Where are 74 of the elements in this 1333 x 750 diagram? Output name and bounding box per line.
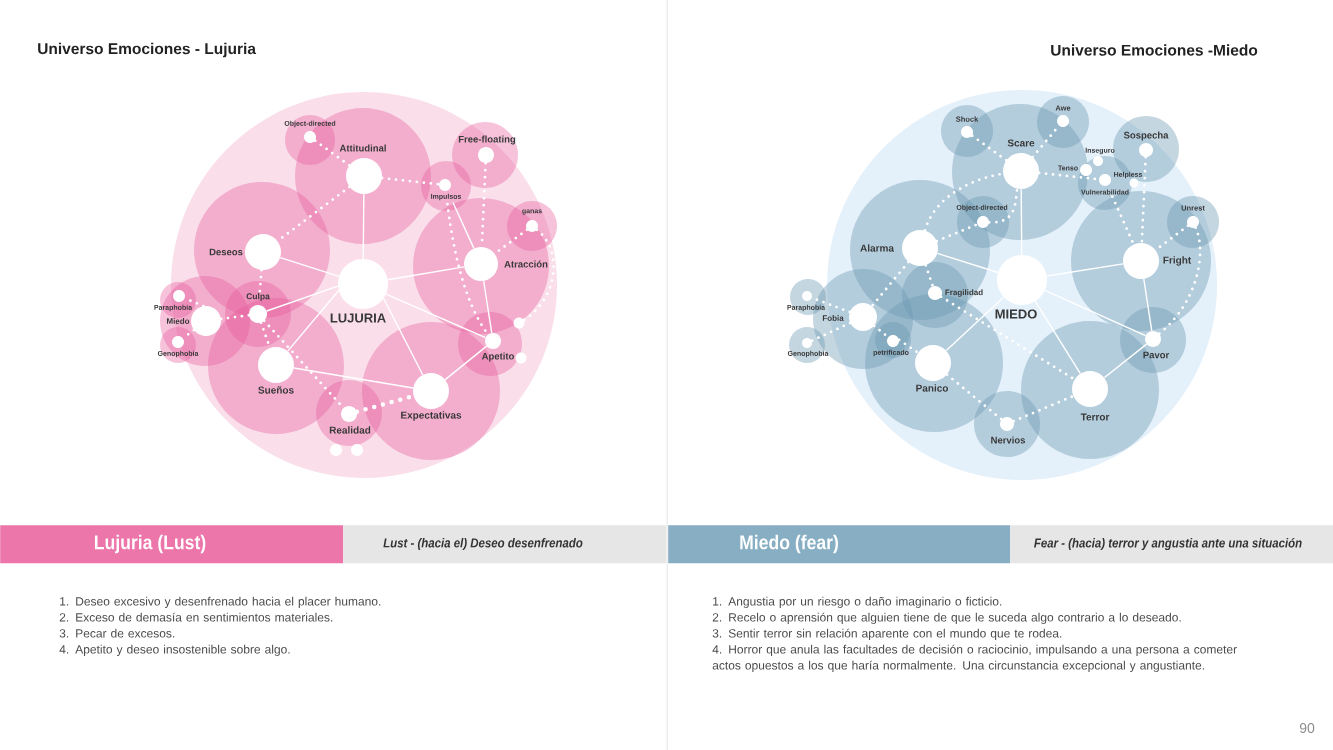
node-label: Sospecha	[1123, 131, 1169, 141]
connector-line	[1046, 263, 1124, 277]
list-item: 4. Apetito y deseo insostenible sobre algo.	[59, 644, 290, 656]
title-banner: Lujuria (Lust)	[0, 525, 344, 564]
node-label: Pavor	[1143, 351, 1170, 359]
title-banner: Miedo (fear)	[668, 525, 1011, 564]
node-label: LUJURIA	[330, 313, 386, 323]
node-label: Alarma	[860, 244, 895, 252]
connector-line	[945, 296, 1005, 352]
connector-line	[936, 252, 999, 274]
subtitle-banner: Lust - (hacia el) Deseo desenfrenado	[343, 525, 667, 564]
node-label: Miedo	[167, 318, 190, 324]
node-label: Panico	[916, 384, 948, 392]
connector-line	[1143, 278, 1153, 332]
dotted-line	[522, 228, 556, 322]
dotted-line	[258, 268, 263, 294]
node-label: Free-floating	[458, 135, 516, 145]
node-label: Atracción	[504, 260, 548, 268]
connector-line	[387, 266, 465, 281]
node-label: Terror	[1080, 413, 1110, 421]
dotted-line	[870, 260, 910, 308]
list-item: 2. Exceso de demasía en sentimientos materiales.	[59, 612, 333, 622]
list-item: 1. Deseo excesivo y desenfrenado hacia el placer humano.	[60, 596, 381, 608]
node-label: Culpa	[246, 293, 270, 301]
dotted-line	[313, 139, 351, 167]
connector-line	[382, 297, 424, 376]
list-item: 3. Sentir terror sin relación aparente con el mundo que te rodea.	[712, 628, 1062, 640]
title: Universo Emociones - Lujuria	[38, 42, 257, 58]
subtitle-banner: Fear - (hacia) terror y angustia ante una situación	[1010, 525, 1333, 564]
connector-line	[1044, 289, 1147, 337]
dotted-line	[924, 263, 935, 288]
node-label: Realidad	[329, 426, 371, 434]
node-label: Fright	[1163, 256, 1192, 266]
dotted-line	[1111, 195, 1135, 246]
connector-line	[362, 193, 365, 260]
list-item: 1. Angustia por un riesgo o daño imaginario o ficticio.	[713, 596, 1002, 608]
dotted-line	[810, 321, 852, 343]
node-label: Attitudinal	[339, 144, 386, 152]
node-label: Expectativas	[401, 411, 462, 421]
node-label: Apetito	[481, 352, 514, 362]
page-number: 90	[1299, 723, 1315, 733]
node-label: Nervios	[991, 436, 1026, 444]
list-item: 3. Pecar de excesos.	[59, 628, 175, 638]
dotted-line	[945, 373, 1003, 421]
connector-line	[385, 293, 487, 339]
connector-line	[279, 256, 340, 277]
connector-line	[293, 367, 414, 389]
node-label: Sueños	[258, 386, 294, 394]
dotted-line	[380, 176, 441, 186]
dotted-line	[987, 187, 1019, 224]
dotted-line	[897, 338, 920, 355]
dotted-line	[219, 313, 251, 321]
node-label: MIEDO	[995, 309, 1037, 319]
dotted-line	[1012, 394, 1075, 423]
node-label: Deseos	[209, 248, 243, 256]
connector-line	[266, 285, 339, 312]
connector-line	[482, 280, 493, 334]
list-item: 4. Horror que anula las facultades de decisión o raciocinio, impulsando a una persona a cometer actos opuestos a los que haría normalmente. Una circunstancia excepcional y angustiante.	[712, 644, 1237, 672]
connector-line	[1034, 300, 1082, 375]
node-label: Fragilidad	[945, 289, 983, 297]
connector-line	[1103, 343, 1148, 379]
list-item: 2. Recelo o aprensión que alguien tiene de que le suceda algo contrario a lo deseado.	[712, 612, 1181, 624]
node-label: Scare	[1007, 139, 1035, 147]
dotted-line	[939, 295, 1076, 381]
node-label: Fobia	[822, 315, 844, 321]
dotted-line	[970, 134, 1008, 162]
connector-line	[287, 289, 340, 352]
connector-line	[1020, 188, 1023, 256]
connector-line	[444, 345, 488, 381]
dotted-line	[935, 222, 979, 243]
title: Universo Emociones -Miedo	[1051, 44, 1258, 56]
dotted-line	[1157, 226, 1202, 336]
connector-line	[452, 201, 475, 250]
dotted-line	[1140, 155, 1148, 245]
